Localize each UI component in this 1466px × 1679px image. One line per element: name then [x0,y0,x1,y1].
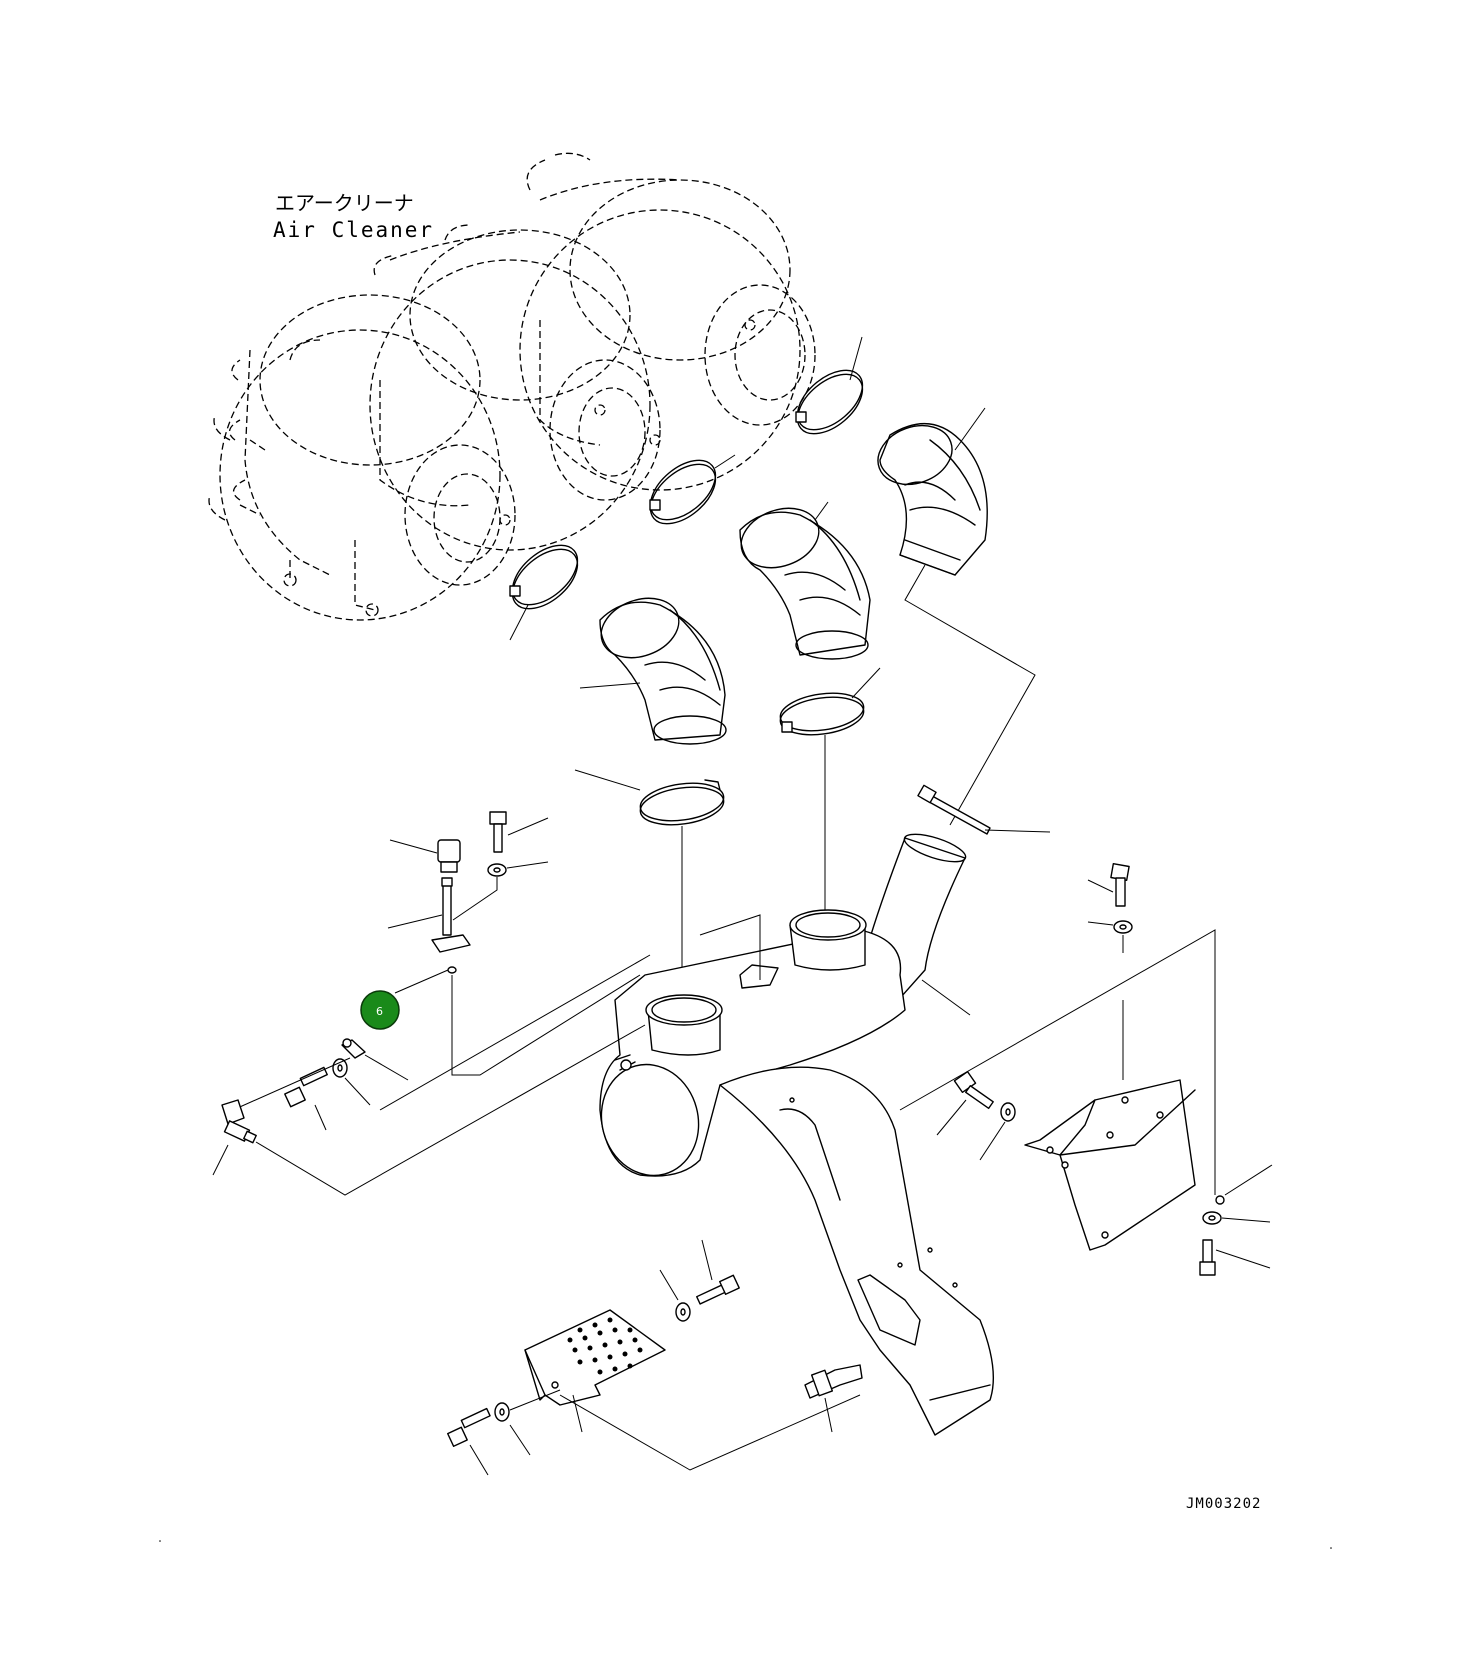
bolt-right-upper [1087,863,1130,907]
lower-bracket [524,1309,861,1471]
hose-fitting-lower [804,1364,863,1433]
clip-left [232,1038,409,1111]
elbow-hose-right [877,407,1036,826]
hose-clamp-upper-left [509,544,579,641]
bolt-left-mid [284,1066,328,1131]
washer-right-middle [979,1102,1016,1161]
callout-6[interactable]: 6 [360,969,449,1030]
bolt-lower-left [446,1407,491,1476]
elbow-hose-left [579,597,727,745]
o-ring-small [447,966,641,1076]
indicator-stem [387,877,471,953]
hose-clamp-upper-middle [649,454,736,525]
hose-clamp-lower-left [574,769,725,985]
bolt-right-lower [1199,1239,1271,1276]
connector-left [212,1024,646,1196]
washer-lower-middle [659,1269,691,1322]
drawing-number: JM003202 [1186,1496,1261,1512]
bolt-lower-middle [696,1239,740,1305]
bolt-upper-left [489,811,549,853]
hose-clamp-lower-middle [779,667,881,940]
hose-clamp-upper-right [795,336,864,435]
sensor-cap [389,839,461,873]
washer-right-lower [1202,1164,1273,1225]
intake-duct [379,833,994,1436]
title-jp: エアークリーナ [275,191,414,215]
washer-lower-left [494,1389,561,1456]
right-bracket [899,929,1225,1251]
washer-upper-left [452,861,549,921]
washer-left-mid [332,1058,371,1106]
washer-right-upper [1087,920,1133,1080]
title-en: Air Cleaner [273,218,434,242]
rod-pin [917,784,1051,835]
elbow-hose-middle [739,501,871,660]
callout-number: 6 [376,1005,383,1018]
air-cleaner-assembly [208,152,816,621]
bolt-right-middle [936,1070,994,1136]
